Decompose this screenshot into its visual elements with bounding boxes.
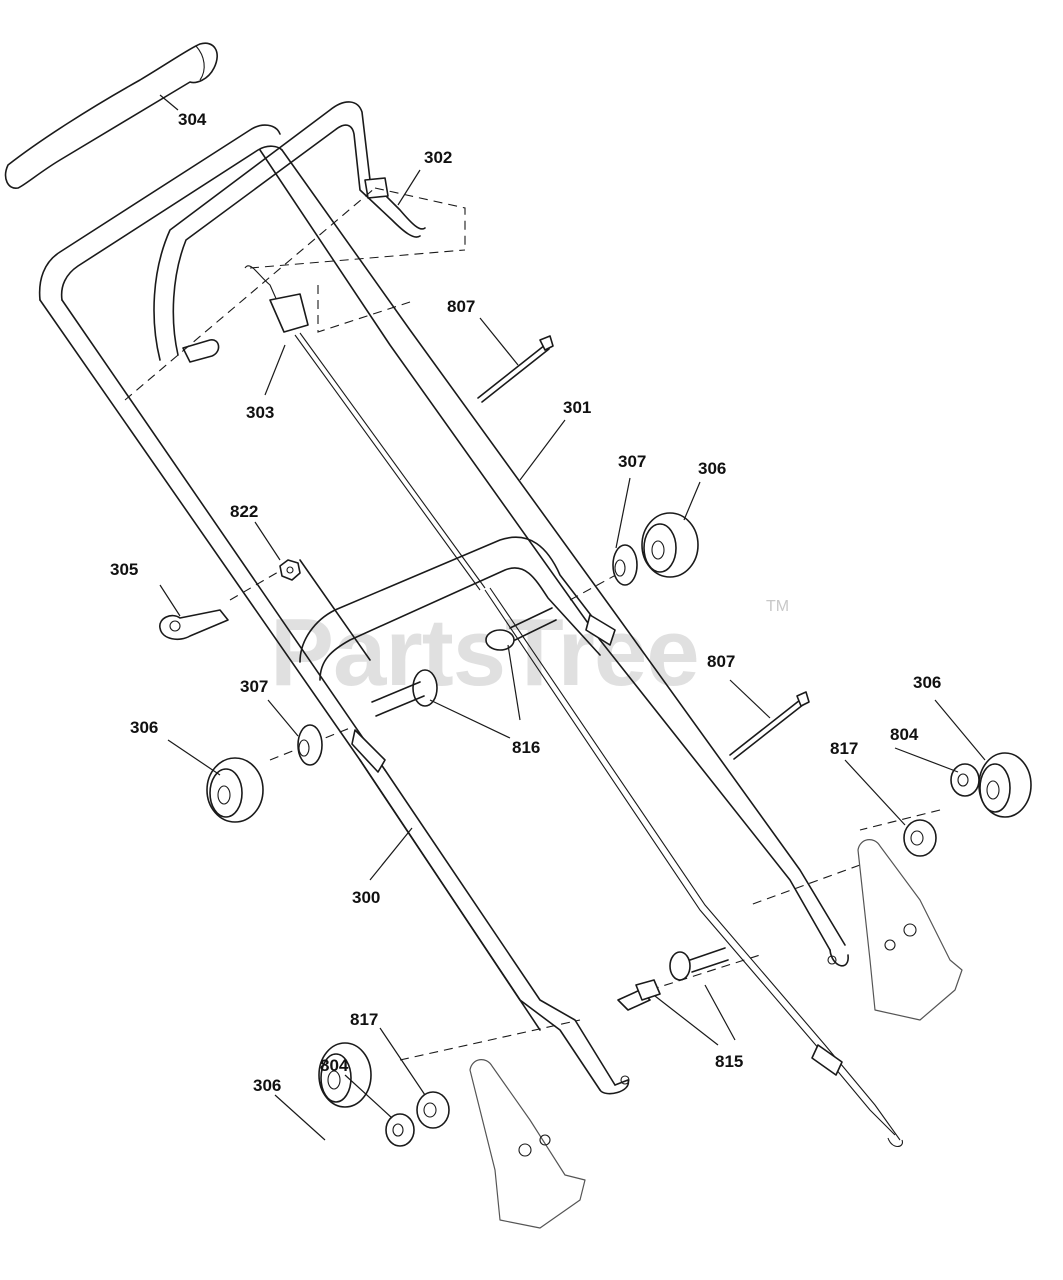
part-306-knob-right-lower[interactable] [978, 752, 1032, 818]
callout-816: 816 [512, 738, 540, 757]
cross-bar [299, 536, 616, 681]
callout-307-right: 307 [618, 452, 646, 471]
callout-822: 822 [230, 502, 258, 521]
part-822-nut[interactable] [279, 559, 301, 581]
callout-807-upper: 807 [447, 297, 475, 316]
callout-302: 302 [424, 148, 452, 167]
part-807-cable-tie-lower[interactable] [729, 691, 810, 760]
bracket-left [469, 1059, 586, 1229]
callout-817-right: 817 [830, 739, 858, 758]
callout-817-bottom: 817 [350, 1010, 378, 1029]
part-816-carriage-bolts[interactable] [371, 607, 557, 717]
callout-815: 815 [715, 1052, 743, 1071]
callout-807-lower: 807 [707, 652, 735, 671]
callout-307-left: 307 [240, 677, 268, 696]
watermark-trademark: TM [766, 598, 789, 615]
part-817-lock-washer-right[interactable] [903, 819, 937, 857]
part-307-washer-right[interactable] [612, 544, 638, 586]
part-301-upper-handle[interactable] [38, 124, 849, 1031]
bracket-right [857, 839, 963, 1021]
part-804-washer-right[interactable] [950, 763, 980, 797]
part-817-lock-washer-bottom[interactable] [416, 1091, 450, 1129]
callout-305: 305 [110, 560, 138, 579]
callout-301: 301 [563, 398, 591, 417]
part-306-knob-right-upper[interactable] [641, 512, 699, 578]
assembly-lines [124, 187, 941, 1061]
callout-306-left: 306 [130, 718, 158, 737]
callout-306-right-lower: 306 [913, 673, 941, 692]
part-305-pin[interactable] [159, 609, 229, 641]
callout-306-right-upper: 306 [698, 459, 726, 478]
part-302-bail[interactable] [153, 101, 426, 363]
part-307-washer-left[interactable] [297, 724, 323, 766]
part-815-bolts[interactable] [617, 947, 729, 1011]
leader-lines [159, 94, 986, 1141]
part-807-cable-tie-upper[interactable] [477, 335, 554, 403]
callout-306-bottom: 306 [253, 1076, 281, 1095]
callout-304: 304 [178, 110, 207, 129]
part-304-handle-grip[interactable] [4, 42, 218, 189]
callout-300: 300 [352, 888, 380, 907]
part-300-lower-handle[interactable] [299, 559, 630, 1095]
watermark-text: PartsTree [270, 599, 699, 706]
part-303-cable[interactable] [244, 265, 903, 1148]
callout-804-right: 804 [890, 725, 919, 744]
callout-303: 303 [246, 403, 274, 422]
part-306-knob-left[interactable] [206, 757, 264, 823]
part-804-washer-bottom[interactable] [385, 1113, 415, 1147]
callout-804-bottom: 804 [320, 1056, 349, 1075]
